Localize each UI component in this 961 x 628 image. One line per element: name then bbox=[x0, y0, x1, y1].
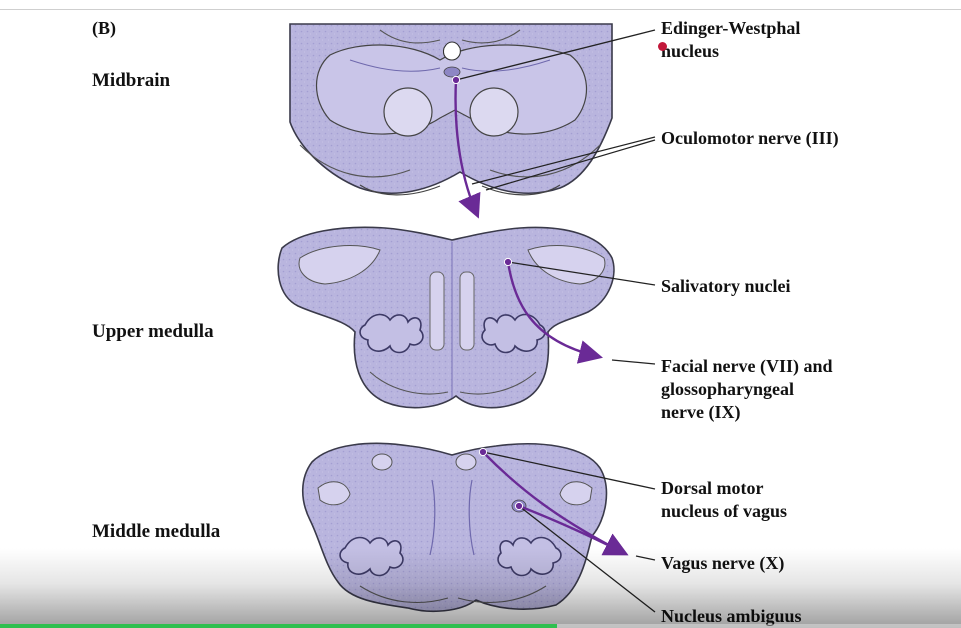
leader-ambiguus bbox=[518, 505, 656, 613]
midbrain-section bbox=[289, 23, 613, 196]
ambiguus-dot bbox=[514, 501, 524, 511]
callout-line: glossopharyngeal bbox=[661, 379, 795, 399]
callout-line: Vagus nerve (X) bbox=[661, 553, 785, 573]
leader-dorsal-motor bbox=[482, 451, 656, 490]
level-label-midbrain: Midbrain bbox=[92, 70, 171, 91]
pointer-cursor bbox=[658, 42, 667, 51]
callout-line: Facial nerve (VII) and bbox=[661, 356, 833, 376]
callout-line: Salivatory nuclei bbox=[661, 276, 791, 296]
video-progress-fill bbox=[0, 624, 558, 628]
callout-ambiguus: Nucleus ambiguus bbox=[661, 605, 802, 628]
callout-line: Oculomotor nerve (III) bbox=[661, 128, 839, 148]
callout-line: nucleus bbox=[661, 41, 720, 61]
arrow-oculomotor-path bbox=[454, 79, 481, 219]
callout-oculomotor: Oculomotor nerve (III) bbox=[661, 127, 839, 150]
middle-medulla-section bbox=[301, 442, 608, 613]
level-label-upper-medulla: Upper medulla bbox=[92, 321, 214, 342]
video-progress-bar[interactable] bbox=[0, 624, 961, 628]
edinger-westphal-dot bbox=[451, 75, 461, 85]
callout-vagus: Vagus nerve (X) bbox=[661, 552, 784, 575]
callout-line: nerve (IX) bbox=[661, 402, 741, 422]
leader-lines bbox=[455, 29, 656, 613]
nucleus-markers bbox=[451, 75, 524, 511]
leader-oculomotor bbox=[471, 136, 656, 185]
leader-salivatory bbox=[507, 261, 656, 286]
salivatory-dot bbox=[503, 257, 513, 267]
leader-oculomotor-2 bbox=[485, 139, 656, 191]
callout-facial-glosso: Facial nerve (VII) and glossopharyngeal … bbox=[661, 355, 832, 424]
leader-edinger-westphal bbox=[455, 29, 656, 81]
callout-salivatory: Salivatory nuclei bbox=[661, 275, 791, 298]
upper-medulla-section bbox=[277, 226, 615, 409]
arrow-facial-glosso-path bbox=[506, 261, 603, 364]
callout-line: nucleus of vagus bbox=[661, 501, 788, 521]
callout-line: Nucleus ambiguus bbox=[661, 606, 802, 626]
dorsal-motor-dot bbox=[478, 447, 488, 457]
panel-letter: (B) bbox=[92, 18, 116, 38]
callout-line: Edinger-Westphal bbox=[661, 18, 801, 38]
arrow-ambiguus-vagus-path bbox=[518, 504, 629, 556]
callout-line: Dorsal motor bbox=[661, 478, 764, 498]
leader-vagus bbox=[635, 555, 656, 561]
pathway-arrows bbox=[454, 79, 629, 556]
callout-dorsal-motor: Dorsal motor nucleus of vagus bbox=[661, 477, 787, 523]
leader-facial-glosso bbox=[611, 359, 656, 365]
level-label-middle-medulla: Middle medulla bbox=[92, 521, 221, 542]
top-divider bbox=[0, 9, 961, 10]
callout-edinger-westphal: Edinger-Westphal nucleus bbox=[661, 17, 800, 63]
